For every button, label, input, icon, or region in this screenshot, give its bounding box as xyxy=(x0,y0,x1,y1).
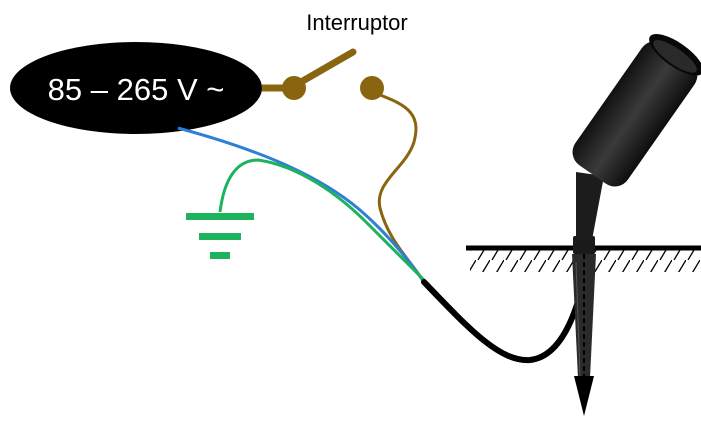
ground-stake-icon xyxy=(572,236,596,416)
power-source-body xyxy=(10,42,262,134)
ground-symbol-icon xyxy=(186,213,254,259)
switch-label: Interruptor xyxy=(306,10,408,35)
voltage-label: 85 – 265 V ~ xyxy=(48,72,225,107)
switch: Interruptor xyxy=(262,10,408,100)
neutral-wire xyxy=(177,126,426,283)
switch-pivot-contact xyxy=(282,76,306,100)
power-source: 85 – 265 V ~ xyxy=(10,42,262,134)
earth-wire xyxy=(218,158,428,284)
switch-lever xyxy=(290,48,357,90)
spotlight-lamp-icon xyxy=(572,33,701,240)
